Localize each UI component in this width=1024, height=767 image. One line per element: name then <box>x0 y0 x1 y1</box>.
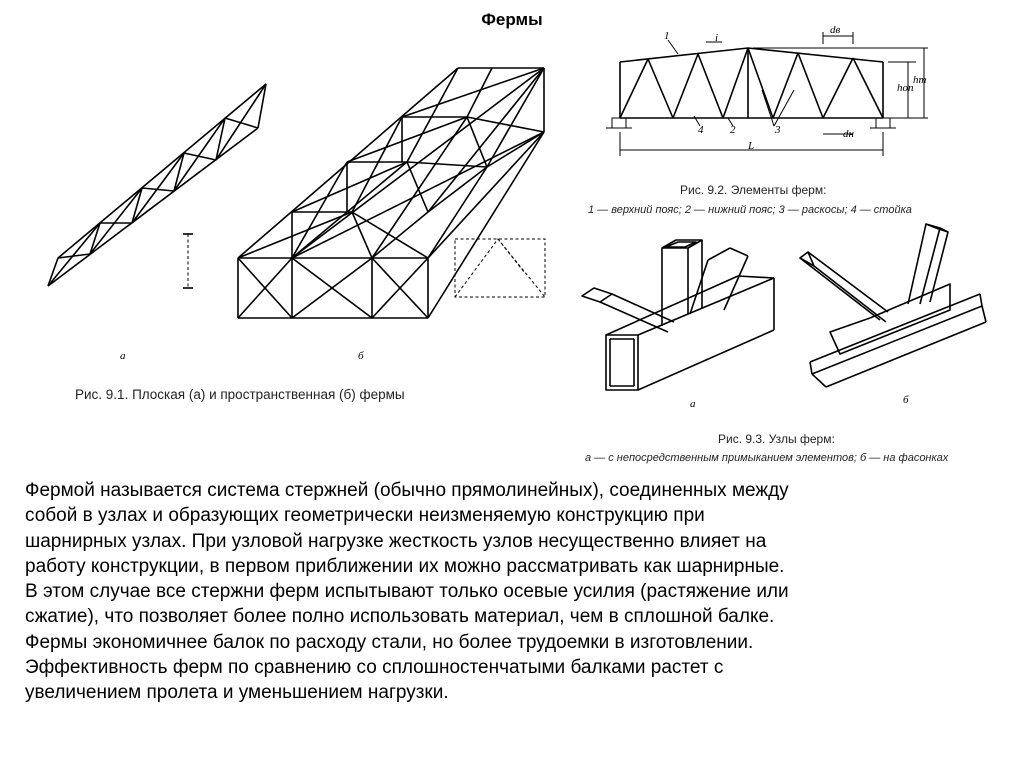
fig3-label-a: а <box>690 398 696 410</box>
fig2-label-d-top: dв <box>830 24 841 36</box>
body-line: собой в узлах и образующих геометрически… <box>25 505 705 527</box>
body-line: Фермой называется система стержней (обыч… <box>25 480 789 501</box>
fig2-label-2: 2 <box>730 124 736 136</box>
flat-truss-drawing <box>47 83 267 287</box>
truss-elements-drawing <box>606 32 928 156</box>
fig1-label-b: б <box>358 350 364 362</box>
fig2-label-d-bot: dн <box>843 128 854 140</box>
fig2-caption-legend: 1 — верхний пояс; 2 — нижний пояс; 3 — р… <box>588 204 912 216</box>
fig3-label-b: б <box>903 394 909 406</box>
fig2-label-3: 3 <box>775 124 781 136</box>
fig2-label-L: L <box>748 140 755 152</box>
body-line: работу конструкции, в первом приближении… <box>25 555 785 577</box>
body-line: В этом случае все стержни ферм испытываю… <box>25 581 789 603</box>
body-line: увеличением пролета и уменьшением нагруз… <box>25 682 449 704</box>
chord-section-symbol <box>183 233 193 289</box>
body-line: сжатие), что позволяет более полно испол… <box>25 606 775 628</box>
fig2-caption-title: Рис. 9.2. Элементы ферм: <box>680 183 827 197</box>
body-paragraph: Фермой называется система стержней (обыч… <box>25 478 1010 706</box>
space-truss-section <box>454 238 546 298</box>
fig2-label-h-m: hm <box>913 74 927 86</box>
fig2-label-1: 1 <box>664 30 670 42</box>
body-line: Эффективность ферм по сравнению со сплош… <box>25 657 724 679</box>
body-line: шарнирных узлах. При узловой нагрузке же… <box>25 530 767 552</box>
tube-joint-drawing <box>581 239 775 391</box>
fig3-caption-title: Рис. 9.3. Узлы ферм: <box>718 432 835 446</box>
slide-title: Фермы <box>481 10 543 29</box>
fig1-label-a: а <box>120 350 126 362</box>
fig1-caption: Рис. 9.1. Плоская (а) и пространственная… <box>75 387 405 402</box>
space-truss-drawing <box>237 67 545 319</box>
fig2-label-4: 4 <box>698 124 704 136</box>
fig2-label-i: i <box>715 32 719 44</box>
fig2-label-h-op: hоп <box>897 82 914 94</box>
body-line: Фермы экономичнее балок по расходу стали… <box>25 631 754 653</box>
gusset-joint-drawing <box>799 223 987 388</box>
fig3-caption-legend: а — с непосредственным примыканием элеме… <box>585 452 949 464</box>
